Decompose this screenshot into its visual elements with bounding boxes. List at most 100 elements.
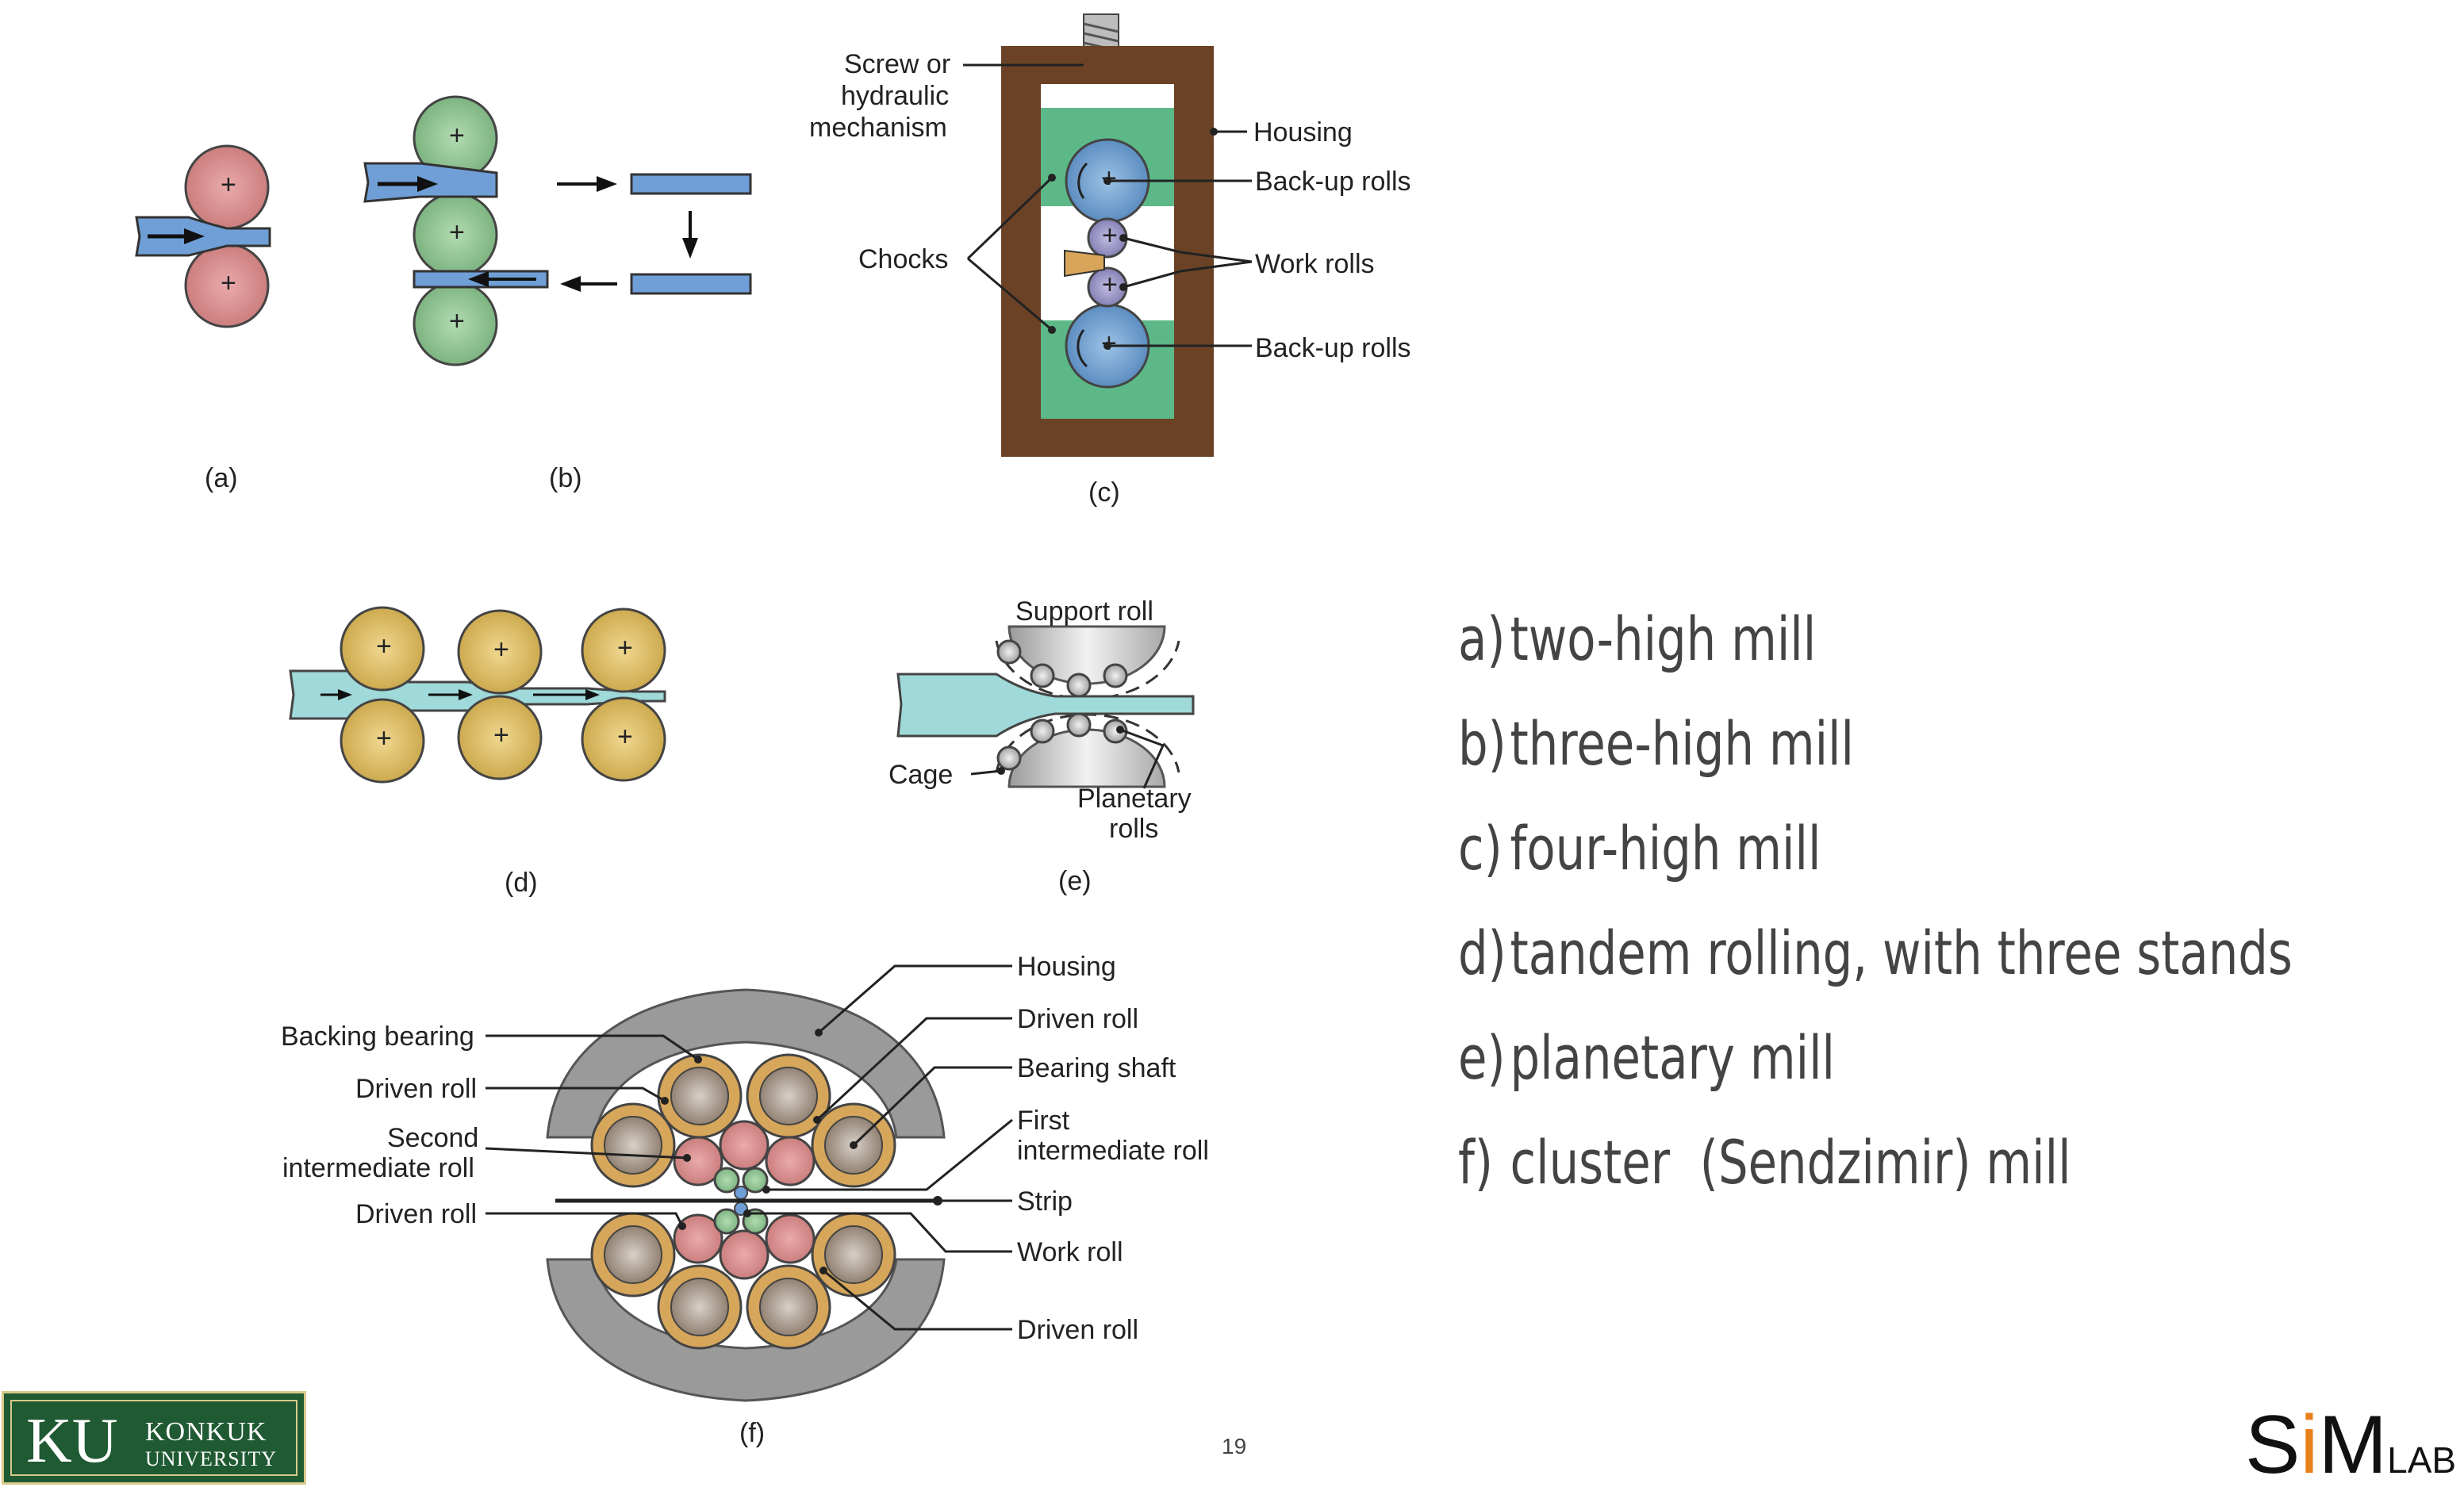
label-housing-c: Housing xyxy=(1253,117,1353,148)
stand2-lower-roll xyxy=(457,695,543,780)
simlab-lab: LAB xyxy=(2387,1439,2457,1481)
label-driven-roll-left2: Driven roll xyxy=(355,1199,477,1229)
stand3-lower-roll xyxy=(581,696,666,782)
label-chocks: Chocks xyxy=(858,244,948,274)
list-item: f)cluster (Sendzimir) mill xyxy=(1458,1110,2293,1215)
list-letter: a) xyxy=(1458,604,1506,674)
label-work-rolls: Work rolls xyxy=(1255,249,1375,279)
right-arrow-icon xyxy=(557,176,617,192)
svg-text:+: + xyxy=(221,170,236,200)
label-support-roll: Support roll xyxy=(1015,596,1153,627)
caption-a: (a) xyxy=(205,463,238,493)
svg-text:+: + xyxy=(376,631,392,661)
label-planetary-line1: Planetary xyxy=(1077,784,1192,814)
list-letter: f) xyxy=(1458,1127,1493,1198)
label-screw-line2: hydraulic xyxy=(841,81,949,111)
label-driven-roll-right1: Driven roll xyxy=(1017,1004,1138,1034)
stand3-upper-roll xyxy=(581,608,666,693)
stand1-upper-roll xyxy=(340,606,425,692)
svg-text:+: + xyxy=(449,306,465,336)
label-screw-line3: mechanism xyxy=(809,113,947,143)
label-first-line2: intermediate roll xyxy=(1017,1136,1209,1166)
strip-out-bottom xyxy=(630,273,752,295)
list-item: a)two-high mill xyxy=(1458,587,2293,692)
label-second-line2: intermediate roll xyxy=(282,1153,474,1183)
label-driven-roll-left1: Driven roll xyxy=(355,1074,477,1104)
feed-arrow-icon xyxy=(148,228,205,244)
caption-b: (b) xyxy=(549,463,582,493)
planetary-strip xyxy=(896,673,1195,738)
arrow-icon xyxy=(338,689,352,700)
svg-text:+: + xyxy=(1102,270,1118,300)
svg-text:+: + xyxy=(449,121,465,151)
svg-text:+: + xyxy=(1102,220,1118,251)
driven-roll-icons xyxy=(590,1053,896,1350)
label-planetary-line2: rolls xyxy=(1109,814,1158,844)
down-arrow-icon xyxy=(682,211,698,259)
list-text: planetary mill xyxy=(1510,1022,1836,1093)
label-bearing-shaft: Bearing shaft xyxy=(1017,1053,1176,1083)
housing-frame xyxy=(1001,46,1214,457)
upper-housing xyxy=(546,988,946,1139)
simlab-s: S xyxy=(2245,1399,2301,1491)
list-text: tandem rolling, with three stands xyxy=(1510,918,2293,988)
list-item: d)tandem rolling, with three stands xyxy=(1458,901,2293,1006)
label-backup-bottom: Back-up rolls xyxy=(1255,333,1411,363)
logo-name-line1: KONKUK xyxy=(145,1417,267,1447)
svg-text:+: + xyxy=(617,722,633,752)
list-letter: c) xyxy=(1458,813,1503,883)
label-first-line1: First xyxy=(1017,1106,1070,1136)
feed-arrow-icon xyxy=(378,176,438,192)
tandem-rolling-diagram: + + + + + + (d) xyxy=(289,606,666,898)
list-letter: d) xyxy=(1458,918,1506,988)
list-text: two-high mill xyxy=(1510,604,1817,674)
label-strip: Strip xyxy=(1017,1186,1073,1217)
mill-type-list: a)two-high mill b)three-high mill c)four… xyxy=(1458,587,2293,1215)
caption-e: (e) xyxy=(1058,866,1092,896)
simlab-m: M xyxy=(2318,1399,2388,1491)
arrow-icon xyxy=(585,689,600,700)
konkuk-university-logo: KU KONKUK UNIVERSITY xyxy=(2,1391,306,1485)
svg-text:+: + xyxy=(376,723,392,753)
label-work-roll: Work roll xyxy=(1017,1237,1123,1267)
list-text: cluster (Sendzimir) mill xyxy=(1510,1127,2071,1198)
logo-name-line2: UNIVERSITY xyxy=(145,1447,277,1470)
svg-text:+: + xyxy=(493,634,509,665)
list-letter: b) xyxy=(1458,708,1506,779)
simlab-i: i xyxy=(2300,1399,2319,1491)
planetary-mill-diagram: Support roll Cage Planetary rolls (e) xyxy=(888,596,1195,896)
workpiece xyxy=(1064,249,1105,278)
stand1-lower-roll xyxy=(340,698,425,784)
four-high-mill-diagram: + + + + Screw or hydraulic mechanism Hou… xyxy=(809,13,1411,508)
simlab-logo: SiMLAB xyxy=(2245,1404,2456,1486)
svg-text:+: + xyxy=(617,633,633,663)
strip-out-top xyxy=(630,173,752,195)
caption-c: (c) xyxy=(1088,477,1120,508)
label-second-line1: Second xyxy=(387,1123,478,1153)
label-housing-f: Housing xyxy=(1017,952,1116,982)
cluster-mill-diagram: Backing bearing Driven roll Second inter… xyxy=(281,952,1209,1448)
caption-d: (d) xyxy=(505,868,538,898)
caption-f: (f) xyxy=(739,1418,765,1448)
list-item: c)four-high mill xyxy=(1458,796,2293,901)
list-text: four-high mill xyxy=(1510,813,1821,883)
svg-text:+: + xyxy=(221,268,236,298)
stand2-upper-roll xyxy=(457,609,543,695)
list-item: b)three-high mill xyxy=(1458,692,2293,796)
three-high-mill-diagram: + + + (b) xyxy=(363,95,752,493)
list-item: e)planetary mill xyxy=(1458,1006,2293,1110)
two-high-mill-diagram: + + (a) xyxy=(135,144,271,493)
svg-text:+: + xyxy=(449,217,465,247)
label-driven-roll-right2: Driven roll xyxy=(1017,1315,1138,1345)
arrow-icon xyxy=(459,689,473,700)
label-backing-bearing: Backing bearing xyxy=(281,1021,474,1052)
list-text: three-high mill xyxy=(1510,708,1854,779)
svg-text:+: + xyxy=(493,720,509,750)
left-arrow-icon xyxy=(560,276,617,292)
label-cage: Cage xyxy=(888,760,953,790)
return-arrow-icon xyxy=(468,271,536,287)
list-letter: e) xyxy=(1458,1022,1506,1093)
logo-letters: KU xyxy=(26,1406,118,1476)
intermediate-roll-icons xyxy=(673,1120,816,1280)
